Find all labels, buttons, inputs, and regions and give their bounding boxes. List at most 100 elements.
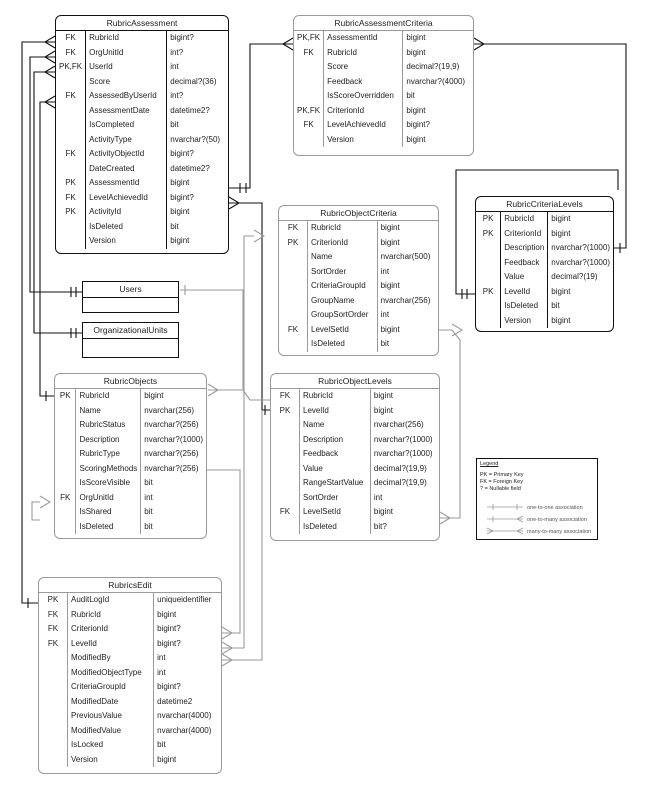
key-cell — [39, 738, 68, 753]
key-cell: FK — [39, 607, 68, 622]
field-type: bigint — [157, 609, 177, 619]
field-type: bigint — [406, 105, 426, 115]
field-name: RubricId — [307, 221, 378, 236]
field-type: bit — [551, 301, 560, 310]
field-type: bigint? — [170, 149, 194, 158]
field-name: GroupName — [307, 293, 378, 308]
one-to-one-icon — [487, 504, 523, 510]
field-type: int? — [170, 91, 184, 100]
field-type: nvarchar?(1000) — [373, 449, 433, 458]
field-name: Value — [500, 270, 549, 285]
field-type: nvarchar(4000) — [157, 725, 212, 735]
field-name: RubricId — [67, 607, 155, 622]
key-cell — [294, 89, 325, 104]
field-type: nvarchar?(1000) — [144, 434, 203, 444]
field-type: bit — [144, 478, 153, 487]
key-cell: FK — [271, 389, 300, 404]
field-name: Version — [323, 132, 404, 147]
field-name: AssessmentId — [323, 31, 404, 46]
key-cell — [271, 476, 300, 491]
field-type: bigint — [380, 281, 400, 290]
key-cell: PK — [55, 389, 77, 404]
key-cell — [55, 476, 77, 491]
entity-title: OrganizationalUnits — [83, 323, 178, 339]
field-name: Score — [323, 60, 404, 75]
key-cell — [56, 118, 87, 133]
key-cell: FK — [294, 45, 325, 60]
field-name: Version — [67, 752, 155, 767]
field-type: datetime2? — [170, 105, 210, 115]
field-name: CriterionId — [323, 103, 404, 118]
field-type: bigint — [157, 754, 177, 764]
field-type: nvarchar?(1000) — [551, 257, 610, 267]
entity-organizational-units[interactable]: OrganizationalUnits — [82, 322, 179, 358]
key-cell: FK — [39, 622, 68, 637]
link-objects-orgunit — [31, 501, 40, 521]
key-cell — [39, 694, 68, 709]
link-assessment-levels — [229, 202, 270, 411]
key-cell: FK — [56, 190, 87, 205]
key-cell: FK — [55, 490, 77, 505]
field-name: LevelId — [500, 284, 549, 299]
field-name: SortOrder — [299, 490, 371, 505]
field-type: bit — [406, 91, 415, 100]
field-name: Description — [500, 241, 549, 256]
field-name: Feedback — [299, 447, 371, 462]
field-type: bigint? — [406, 120, 430, 129]
field-name: ModifiedDate — [67, 694, 155, 709]
field-type: bit — [170, 221, 179, 231]
key-cell — [271, 418, 300, 433]
key-cell: PK — [476, 212, 502, 227]
field-type: bigint? — [170, 33, 194, 42]
field-type: decimal?(19,9) — [406, 62, 460, 71]
entity-title: RubricCriteriaLevels — [476, 197, 613, 212]
field-type: bigint — [406, 134, 426, 144]
field-type: bigint — [144, 391, 164, 400]
field-type: bigint — [406, 33, 426, 42]
field-type: int — [373, 492, 383, 502]
field-type: nvarchar(500) — [380, 252, 431, 261]
legend-one-to-many: one-to-many association — [527, 517, 587, 523]
field-name: AuditLogId — [67, 593, 155, 608]
key-cell: PK — [476, 284, 502, 299]
field-type: bit — [144, 507, 153, 516]
field-name: ActivityObjectId — [85, 147, 168, 162]
entity-users[interactable]: Users — [82, 281, 179, 313]
key-cell — [279, 293, 308, 308]
key-cell — [56, 234, 87, 249]
field-type: decimal?(36) — [170, 76, 217, 86]
key-cell — [279, 250, 308, 265]
key-cell: PK — [39, 593, 68, 608]
field-name: CriteriaGroupId — [307, 279, 378, 294]
entity-title: RubricObjectCriteria — [279, 206, 438, 221]
key-cell — [294, 132, 325, 147]
